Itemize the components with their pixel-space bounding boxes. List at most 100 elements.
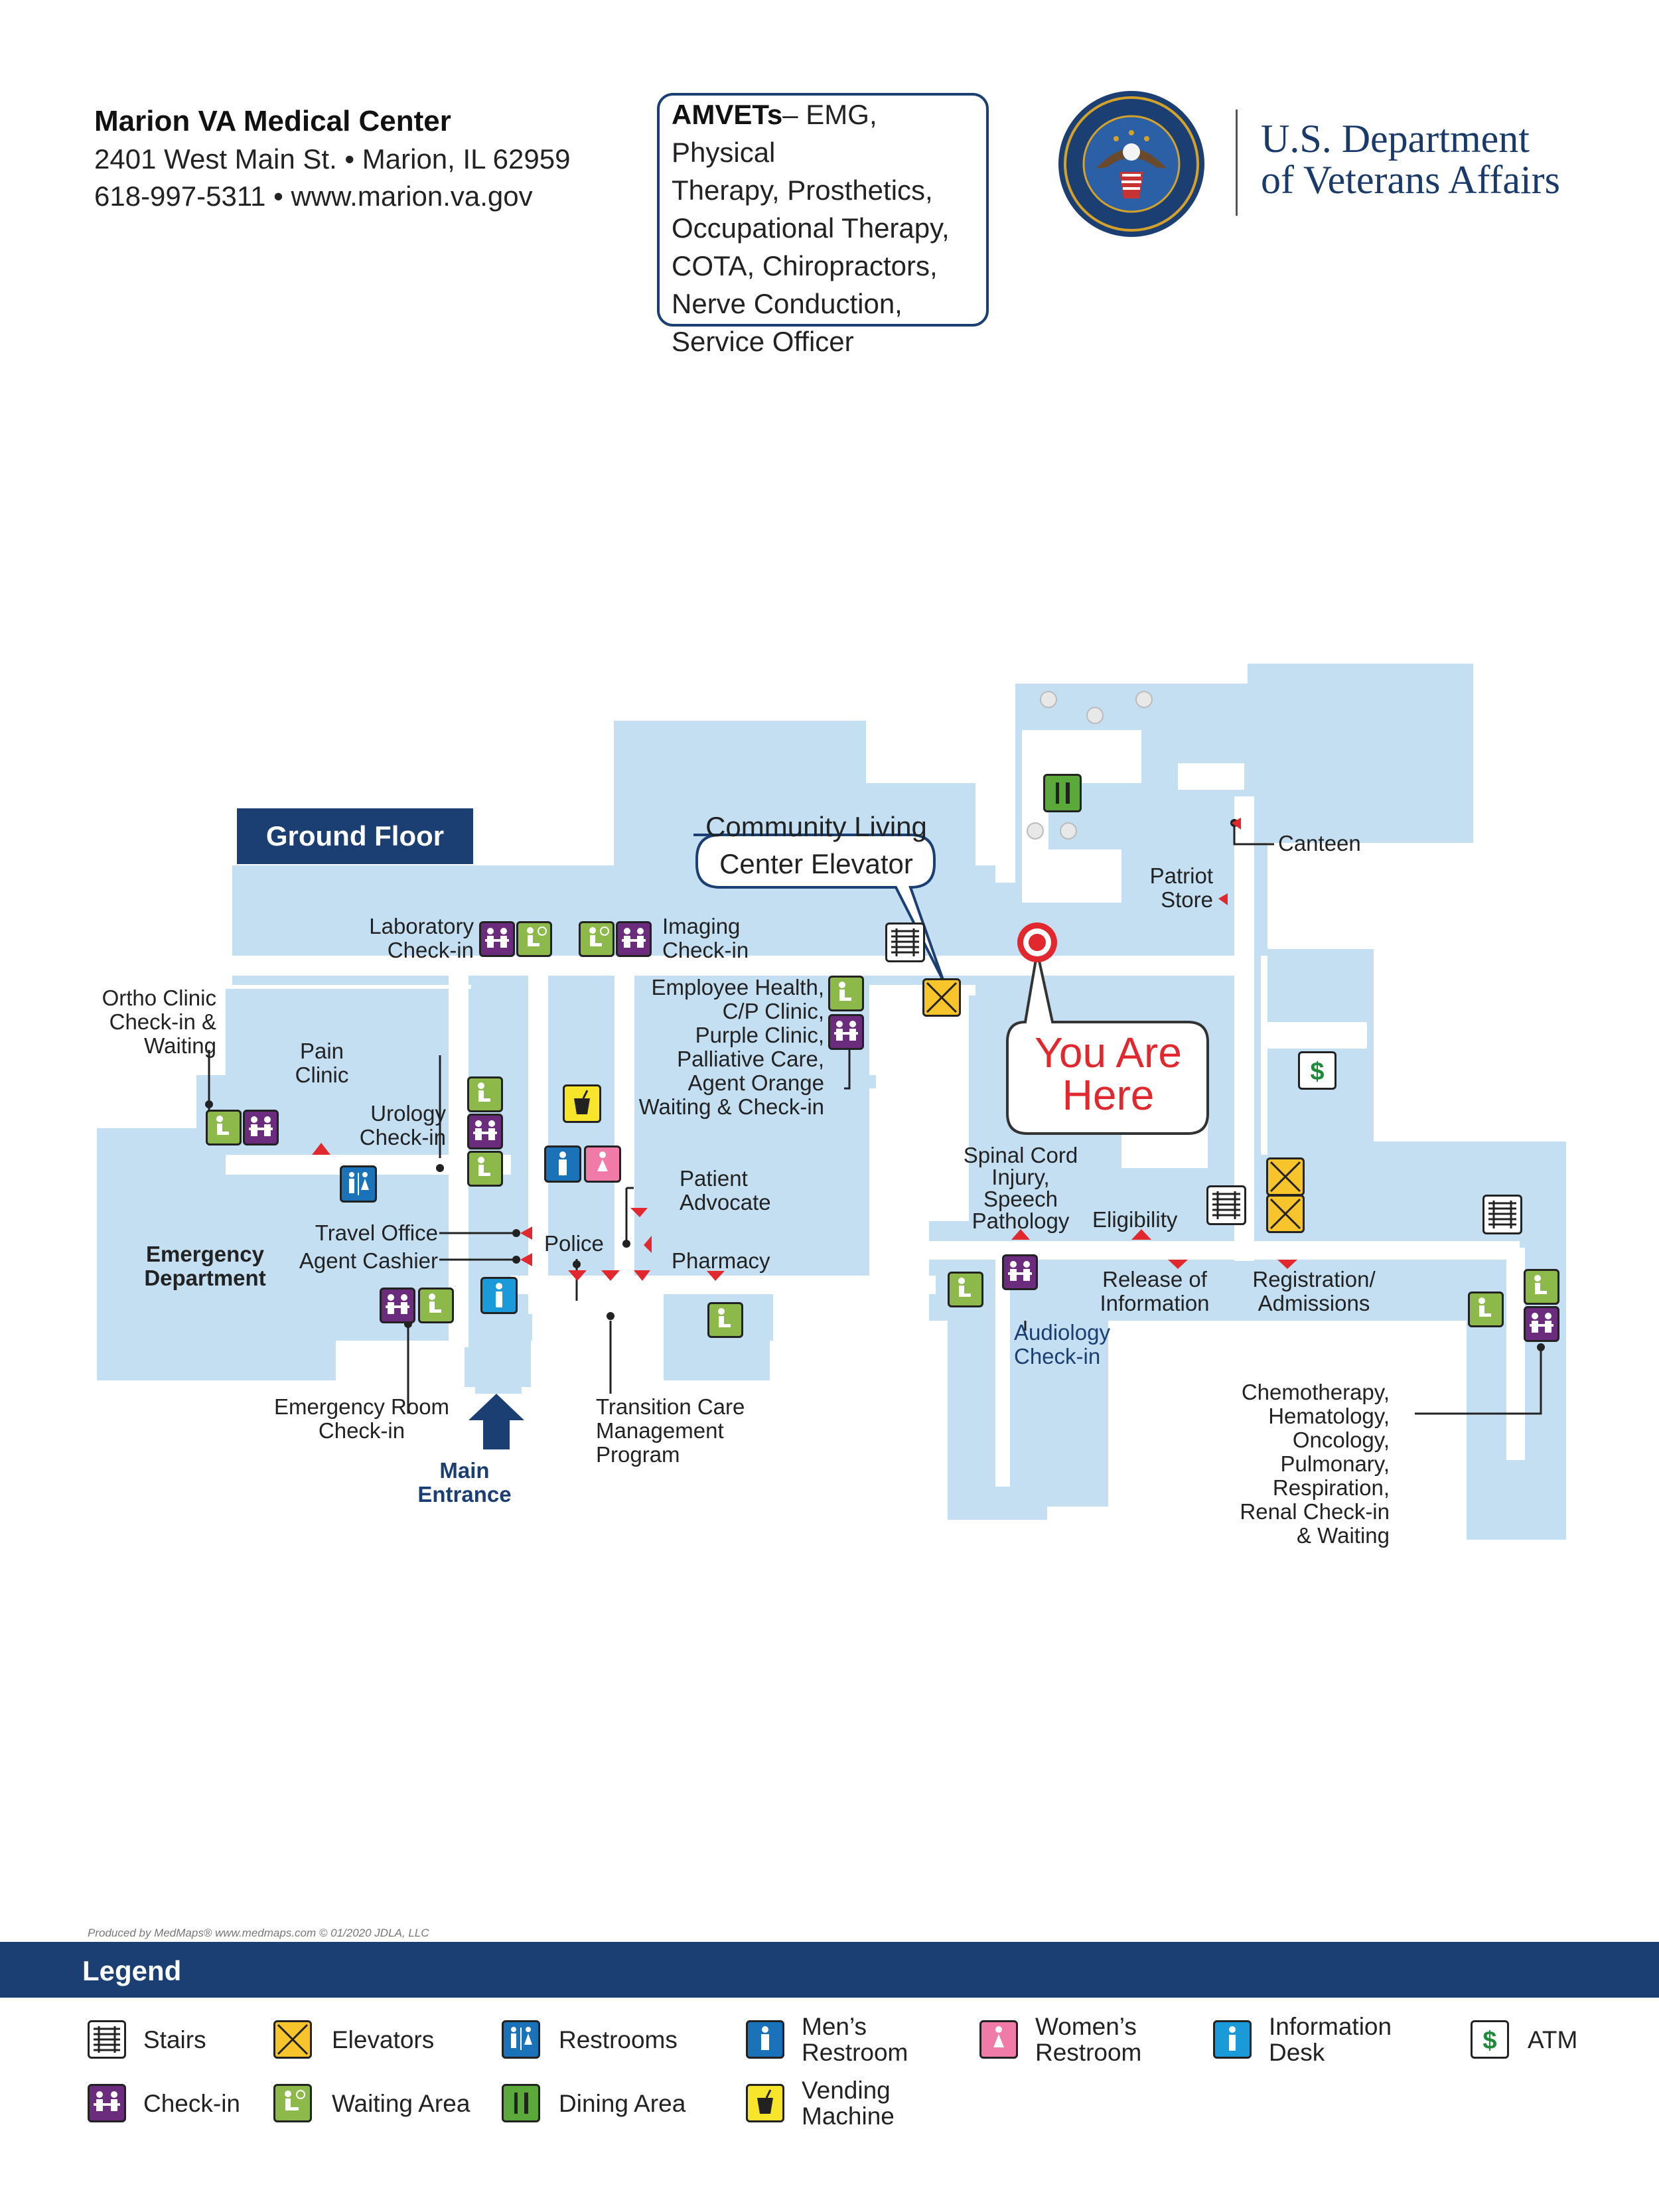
atm-icon: $ — [1298, 1051, 1336, 1090]
label-ortho-line-3: Waiting — [144, 1033, 216, 1058]
mens-restroom-icon — [746, 2020, 784, 2059]
check-in-icon — [380, 1288, 415, 1323]
dining-area-icon — [502, 2084, 540, 2122]
dining-area-icon — [1043, 774, 1082, 812]
legend-label-vending-machine: Vending Machine — [802, 2077, 895, 2129]
callout-elevator-line-2: Center Elevator — [719, 848, 913, 879]
label-transition-line-1: Transition Care — [596, 1394, 745, 1419]
legend-label-vending-line-1: Vending — [802, 2077, 891, 2104]
amvets-line-5: Nerve Conduction, — [672, 288, 902, 319]
label-release-line-1: Release of — [1102, 1267, 1207, 1291]
label-pain-line-2: Clinic — [295, 1063, 349, 1087]
amvets-name: AMVETs — [672, 99, 783, 130]
label-chemotherapy: Chemotherapy, Hematology, Oncology, Pulm… — [1194, 1380, 1390, 1548]
information-desk-icon — [1213, 2020, 1252, 2059]
label-registration-line-2: Admissions — [1258, 1291, 1370, 1315]
label-chemo-line-2: Hematology, — [1268, 1404, 1390, 1428]
legend-label-information-desk: Information Desk — [1269, 2014, 1392, 2065]
vending-machine-icon — [563, 1084, 601, 1123]
va-wordmark: U.S. Department of Veterans Affairs — [1261, 118, 1560, 200]
label-employee-line-6: Waiting & Check-in — [638, 1094, 824, 1119]
svg-text:$: $ — [1482, 2027, 1496, 2055]
check-in-icon — [479, 921, 515, 957]
label-laboratory-line-2: Check-in — [387, 938, 474, 962]
label-employee-line-3: Purple Clinic, — [695, 1023, 824, 1047]
you-are-here-bubble — [1006, 951, 1209, 1135]
main-entrance-arrow — [469, 1394, 524, 1449]
legend-label-check-in: Check-in — [143, 2090, 240, 2117]
label-chemo-line-6: Renal Check-in — [1240, 1499, 1390, 1524]
label-spinal-line-1: Spinal Cord — [963, 1143, 1078, 1167]
label-patient-advocate-line-1: Patient — [680, 1166, 748, 1191]
waiting-area-icon — [467, 1076, 503, 1112]
label-er-checkin-line-2: Check-in — [318, 1418, 405, 1443]
check-in-icon — [1524, 1306, 1559, 1342]
label-pain-clinic: Pain Clinic — [279, 1039, 365, 1087]
you-are-here-text: You Are Here — [1009, 1031, 1208, 1116]
waiting-area-icon — [467, 1151, 503, 1187]
amvets-line-3: Occupational Therapy, — [672, 212, 950, 244]
waiting-area-icon — [206, 1110, 242, 1145]
door-markers — [312, 818, 1297, 1281]
label-audiology-line-2: Check-in — [1014, 1344, 1101, 1368]
label-transition-line-2: Management — [596, 1418, 724, 1443]
label-canteen: Canteen — [1278, 831, 1361, 855]
check-in-icon — [88, 2084, 126, 2122]
label-chemo-line-7: & Waiting — [1297, 1523, 1390, 1548]
legend-label-womens-restroom: Women’s Restroom — [1035, 2014, 1141, 2065]
label-employee-health: Employee Health, C/P Clinic, Purple Clin… — [597, 976, 824, 1119]
legend-label-restrooms: Restrooms — [559, 2026, 678, 2053]
va-wordmark-line-1: U.S. Department — [1261, 117, 1530, 161]
legend-bar — [0, 1942, 1659, 1998]
label-main-entrance-line-2: Entrance — [417, 1482, 512, 1507]
label-employee-line-2: C/P Clinic, — [722, 999, 824, 1023]
label-patient-advocate-line-2: Advocate — [680, 1190, 771, 1215]
label-patriot-line-1: Patriot — [1149, 863, 1213, 888]
facility-contact: 618-997-5311 • www.marion.va.gov — [94, 181, 533, 212]
label-audiology-line-1: Audiology — [1014, 1320, 1110, 1345]
label-ortho-line-1: Ortho Clinic — [102, 986, 216, 1010]
label-release-information: Release of Information — [1088, 1268, 1221, 1315]
amvets-box: AMVETs– EMG, Physical Therapy, Prostheti… — [657, 93, 989, 357]
label-employee-line-5: Agent Orange — [687, 1070, 824, 1095]
stairs-icon — [885, 922, 925, 962]
check-in-icon — [467, 1114, 503, 1149]
label-agent-cashier: Agent Cashier — [299, 1248, 438, 1273]
legend-label-info-line-2: Desk — [1269, 2039, 1325, 2066]
waiting-area-icon — [273, 2084, 312, 2122]
mens-restroom-icon — [544, 1145, 581, 1183]
elevator-icon — [1266, 1195, 1305, 1233]
facility-address: 2401 West Main St. • Marion, IL 62959 — [94, 143, 571, 175]
label-main-entrance: Main Entrance — [398, 1459, 531, 1507]
check-in-icon — [243, 1110, 279, 1145]
callout-elevator-line-1: Community Living — [705, 811, 927, 842]
label-er-checkin-line-1: Emergency Room — [273, 1394, 450, 1419]
label-ortho-clinic: Ortho Clinic Check-in & Waiting — [66, 986, 216, 1058]
elevator-icon — [1266, 1157, 1305, 1196]
credit-line: Produced by MedMaps® www.medmaps.com © 0… — [88, 1927, 429, 1939]
callout-elevator-text: Community Living Center Elevator — [703, 808, 929, 883]
label-employee-line-4: Palliative Care, — [677, 1047, 824, 1071]
label-travel-office: Travel Office — [315, 1220, 438, 1245]
womens-restroom-icon — [584, 1145, 621, 1183]
va-divider — [1236, 110, 1238, 216]
waiting-area-icon — [948, 1272, 983, 1307]
legend-label-info-line-1: Information — [1269, 2013, 1392, 2040]
you-are-here-line-1: You Are — [1035, 1029, 1182, 1076]
leader-dots — [205, 819, 1545, 1351]
label-chemo-line-4: Pulmonary, — [1280, 1451, 1390, 1476]
label-chemo-line-1: Chemotherapy, — [1241, 1380, 1390, 1404]
label-chemo-line-3: Oncology, — [1292, 1428, 1390, 1452]
legend-label-waiting-area: Waiting Area — [332, 2090, 470, 2117]
label-transition-care: Transition Care Management Program — [596, 1395, 745, 1467]
label-main-entrance-line-1: Main — [439, 1458, 490, 1483]
label-registration: Registration/ Admissions — [1248, 1268, 1380, 1315]
legend-label-elevators: Elevators — [332, 2026, 435, 2053]
waiting-area-icon — [579, 921, 614, 957]
label-spinal-line-4: Pathology — [972, 1209, 1070, 1233]
label-audiology: Audiology Check-in — [1014, 1321, 1110, 1368]
check-in-icon — [616, 921, 652, 957]
amvets-line-4: COTA, Chiropractors, — [672, 250, 938, 281]
label-imaging-line-2: Check-in — [662, 938, 749, 962]
label-imaging-line-1: Imaging — [662, 914, 741, 938]
